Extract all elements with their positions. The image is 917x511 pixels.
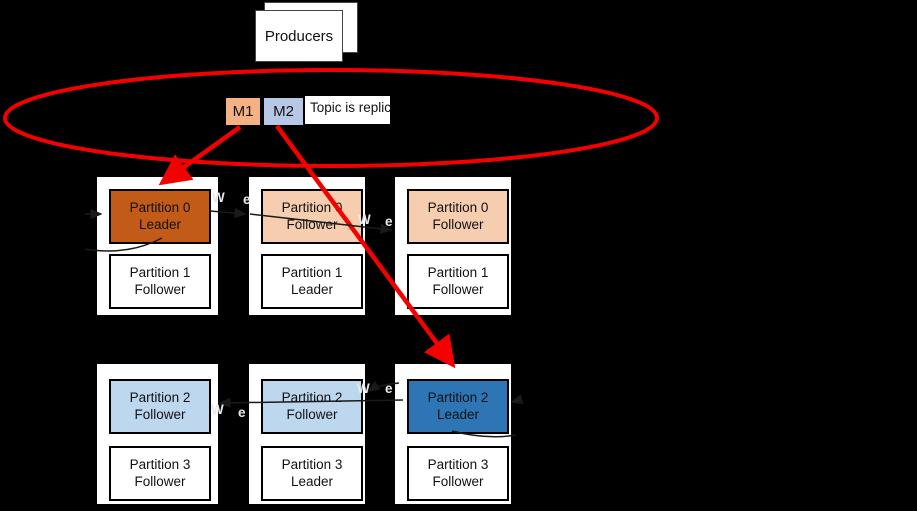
partition-role: Follower	[286, 406, 338, 422]
partition-box: Partition 2 Leader	[407, 379, 509, 434]
partition-role: Follower	[432, 216, 484, 232]
write-label-fragment: e	[385, 214, 393, 229]
partition-role: Follower	[134, 473, 186, 489]
partition-role: Follower	[286, 216, 338, 232]
partition-role: Follower	[134, 281, 186, 297]
producers-label: Producers	[264, 27, 334, 45]
partition-box: Partition 1 Follower	[407, 254, 509, 309]
partition-name: Partition 3	[427, 456, 489, 472]
partition-name: Partition 0	[281, 199, 343, 215]
partition-name: Partition 1	[281, 264, 343, 280]
write-label-fragment: e	[238, 405, 246, 420]
write-label-fragment: W	[212, 190, 225, 205]
message-m1-label: M1	[232, 103, 254, 120]
partition-role: Follower	[432, 281, 484, 297]
partition-box: Partition 1 Follower	[109, 254, 211, 309]
broker-5: Partition 2 Follower Partition 3 Leader	[247, 362, 367, 506]
topic-caption-box: Topic is replicated and partitioned	[305, 96, 390, 124]
broker-3: Partition 0 Follower Partition 1 Followe…	[393, 175, 513, 317]
write-label-fragment: e	[385, 381, 393, 396]
message-m2-label: M2	[273, 103, 294, 120]
partition-box: Partition 2 Follower	[261, 379, 363, 434]
partition-name: Partition 2	[427, 389, 489, 405]
partition-name: Partition 3	[129, 456, 191, 472]
partition-name: Partition 1	[129, 264, 191, 280]
partition-name: Partition 2	[129, 389, 191, 405]
broker-1: Partition 0 Leader Partition 1 Follower	[95, 175, 220, 317]
partition-box: Partition 3 Follower	[407, 446, 509, 501]
partition-box: Partition 1 Leader	[261, 254, 363, 309]
replication-arrow-into-leader2	[510, 394, 524, 405]
partition-name: Partition 3	[281, 456, 343, 472]
write-label-fragment: W	[211, 402, 224, 417]
producers-box: Producers	[255, 10, 343, 62]
partition-role: Leader	[290, 281, 334, 297]
write-label-fragment: W	[358, 212, 371, 227]
topic-caption-line2: and partitioned	[309, 122, 390, 124]
message-m1: M1	[224, 96, 262, 127]
partition-box: Partition 3 Leader	[261, 446, 363, 501]
partition-role: Leader	[290, 473, 334, 489]
message-m2: M2	[262, 96, 305, 127]
partition-box: Partition 3 Follower	[109, 446, 211, 501]
broker-4: Partition 2 Follower Partition 3 Followe…	[95, 362, 220, 506]
write-label-fragment: W	[357, 381, 370, 396]
broker-2: Partition 0 Follower Partition 1 Leader	[247, 175, 367, 317]
partition-box: Partition 0 Follower	[407, 189, 509, 244]
partition-name: Partition 0	[129, 199, 191, 215]
partition-role: Leader	[138, 216, 182, 232]
broker-6: Partition 2 Leader Partition 3 Follower	[393, 362, 513, 506]
partition-box: Partition 0 Leader	[109, 189, 211, 244]
message-arrow-m1	[158, 125, 242, 186]
write-label-fragment: e	[243, 192, 251, 207]
partition-name: Partition 1	[427, 264, 489, 280]
partition-role: Follower	[134, 406, 186, 422]
partition-box: Partition 0 Follower	[261, 189, 363, 244]
partition-box: Partition 2 Follower	[109, 379, 211, 434]
partition-name: Partition 0	[427, 199, 489, 215]
partition-role: Leader	[436, 406, 480, 422]
topic-caption-line1: Topic is replicated	[310, 100, 390, 115]
partition-name: Partition 2	[281, 389, 343, 405]
partition-role: Follower	[432, 473, 484, 489]
